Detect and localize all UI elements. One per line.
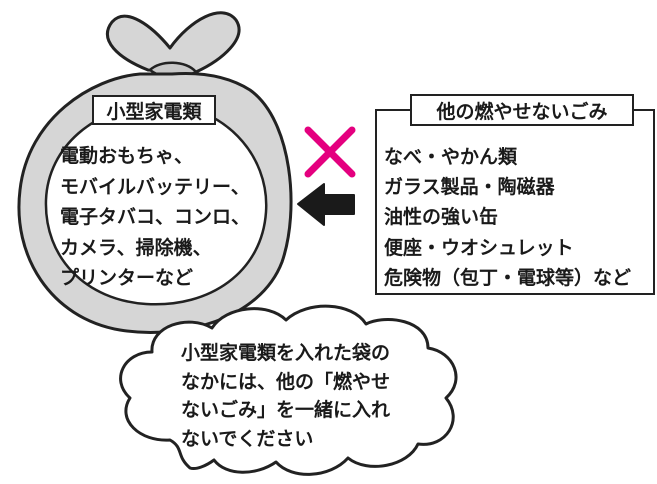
bag-knot (105, 11, 241, 79)
other-item: 危険物（包丁・電球等）など (384, 266, 632, 289)
cloud-line: ないごみ」を一緒に入れ (181, 399, 391, 422)
other-item: ガラス製品・陶磁器 (384, 176, 555, 199)
other-items-frame (375, 109, 655, 295)
bag-item: カメラ、掃除機、 (60, 236, 212, 259)
bag-item: 電子タバコ、コンロ、 (60, 206, 251, 228)
other-item: 油性の強い缶 (384, 206, 499, 229)
cloud-line: ないでください (181, 427, 314, 450)
bag-inner-circle (44, 102, 268, 306)
speech-cloud (119, 304, 458, 476)
cloud-line: 小型家電類を入れた袋の (181, 342, 391, 364)
other-item: なべ・やかん類 (384, 146, 518, 168)
bag-label: 小型家電類 (92, 95, 216, 125)
bag-item: モバイルバッテリー、 (60, 175, 250, 198)
bag-item: プリンターなど (60, 267, 194, 289)
cloud-message: 小型家電類を入れた袋の なかには、他の「燃やせ ないごみ」を一緒に入れ ないでく… (181, 339, 390, 453)
other-items-title: 他の燃やせないごみ (410, 94, 634, 126)
left-arrow-icon (297, 183, 355, 226)
bag-item-list: 電動おもちゃ、 モバイルバッテリー、 電子タバコ、コンロ、 カメラ、掃除機、 プ… (60, 141, 250, 294)
bag-item: 電動おもちゃ、 (60, 145, 194, 167)
other-item-list: なべ・やかん類 ガラス製品・陶磁器 油性の強い缶 便座・ウオシュレット 危険物（… (384, 142, 631, 293)
other-item: 便座・ウオシュレット (384, 236, 574, 259)
cloud-line: なかには、他の「燃やせ (181, 370, 391, 393)
cross-mark-icon (304, 126, 356, 178)
